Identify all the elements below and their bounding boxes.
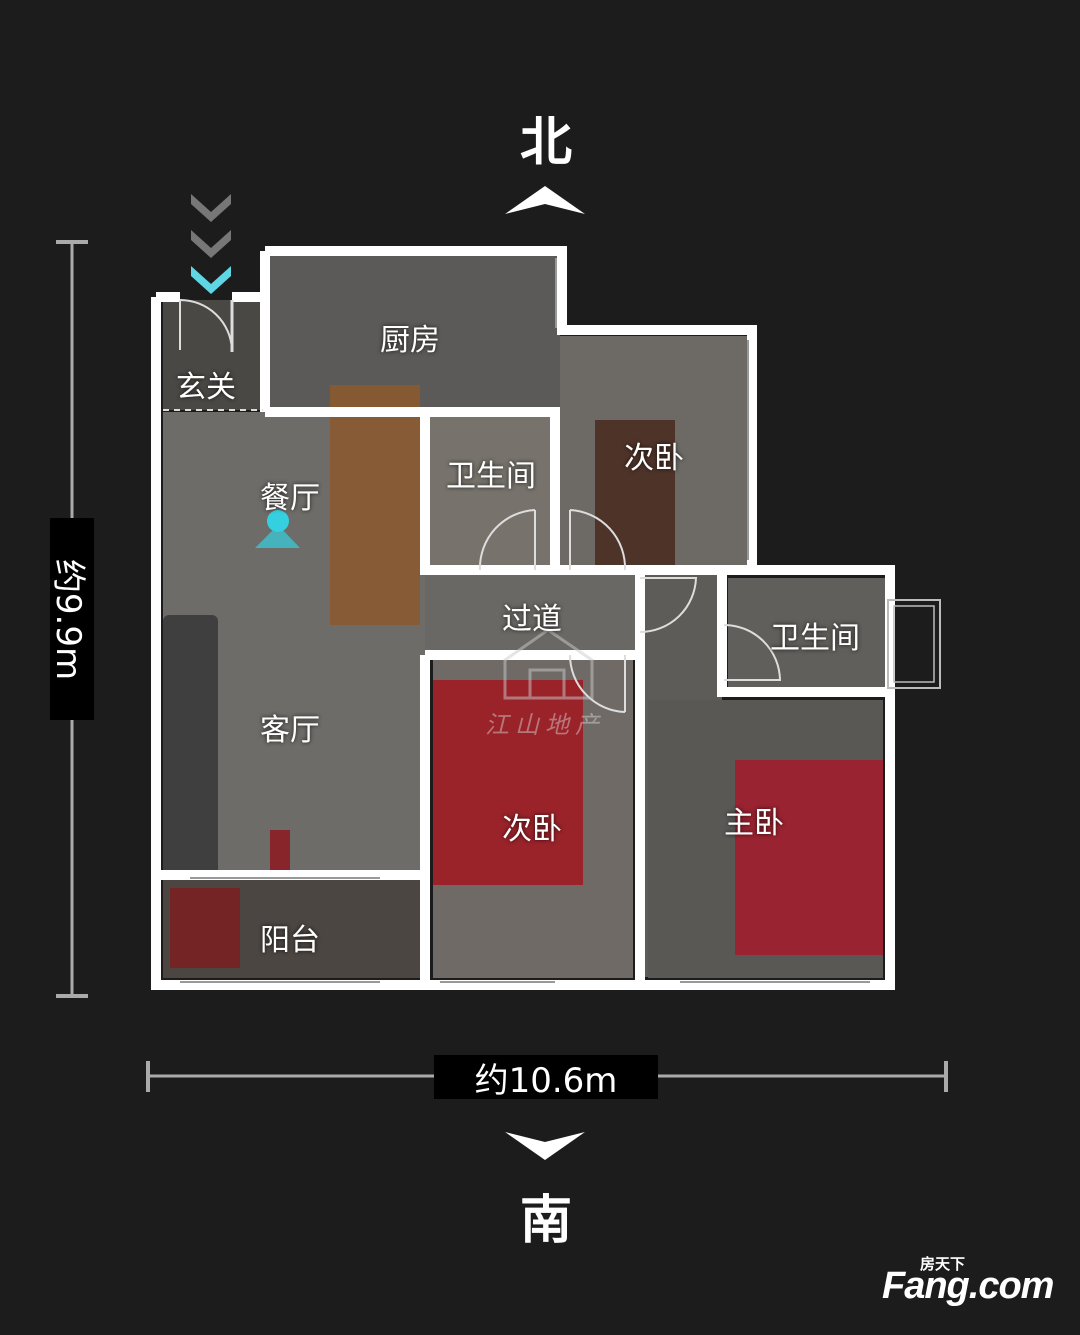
windows (180, 258, 870, 983)
room-bath-2[interactable]: 卫生间 (770, 621, 860, 656)
room-bath-1[interactable]: 卫生间 (446, 459, 536, 494)
room-kitchen[interactable]: 厨房 (380, 323, 440, 358)
width-dimension-label: 约10.6m (434, 1055, 658, 1101)
room-dining[interactable]: 餐厅 (260, 481, 320, 516)
entry-direction-icon[interactable] (188, 190, 234, 308)
door-swings (179, 299, 782, 713)
north-arrow-icon (505, 186, 585, 214)
height-dimension-label: 约9.9m (49, 518, 94, 720)
view-cone-icon (255, 525, 300, 548)
watermark-text: 江山地产 (485, 711, 605, 739)
room-balcony[interactable]: 阳台 (260, 923, 320, 958)
room-entrance[interactable]: 玄关 (176, 370, 236, 405)
north-label: 北 (519, 113, 572, 173)
room-master[interactable]: 主卧 (724, 806, 784, 841)
watermark-logo (503, 628, 594, 700)
room-bedroom-middle[interactable]: 次卧 (502, 812, 562, 847)
south-arrow-icon (505, 1132, 585, 1160)
room-living[interactable]: 客厅 (260, 713, 320, 748)
room-bedroom-north[interactable]: 次卧 (624, 441, 684, 476)
furniture (163, 385, 883, 968)
bay-window (887, 599, 941, 689)
walls (151, 246, 895, 990)
position-marker-icon (267, 510, 289, 532)
brand-logo-top: 房天下 (920, 1256, 966, 1273)
south-label: 南 (519, 1191, 572, 1251)
brand-logo-main: Fang.com (882, 1265, 1054, 1307)
room-hallway[interactable]: 过道 (502, 602, 562, 637)
brand-logo: 房天下 Fang.com (882, 1255, 1062, 1315)
